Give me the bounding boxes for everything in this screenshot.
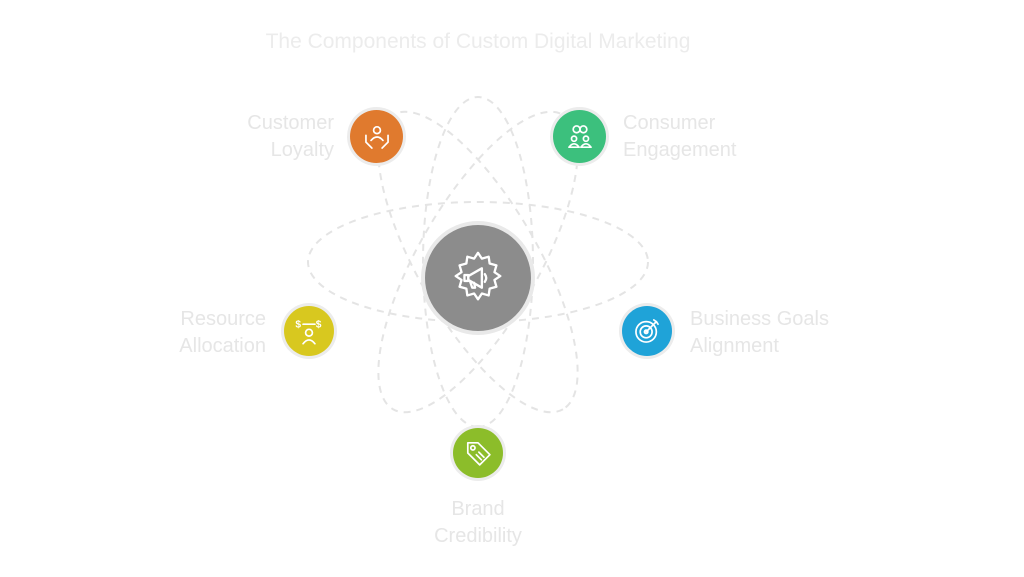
target-arrow-icon bbox=[635, 319, 659, 343]
brand-credibility-node bbox=[453, 428, 503, 478]
label-line: Engagement bbox=[623, 139, 737, 161]
label-line: Customer bbox=[247, 112, 334, 134]
price-tag-icon bbox=[466, 441, 491, 466]
label-line: Allocation bbox=[179, 335, 266, 357]
label-line: Brand bbox=[451, 498, 505, 520]
customer-loyalty-label: Customer Loyalty bbox=[226, 110, 334, 164]
megaphone-gear-icon bbox=[454, 251, 502, 301]
label-line: Credibility bbox=[434, 525, 522, 547]
orbit-ring bbox=[307, 201, 649, 323]
business-goals-alignment-node bbox=[622, 306, 672, 356]
consumer-engagement-label: Consumer Engagement bbox=[623, 110, 773, 164]
label-line: Alignment bbox=[690, 335, 779, 357]
consumer-engagement-node bbox=[553, 110, 606, 163]
people-chat-icon bbox=[567, 124, 592, 148]
customer-loyalty-node bbox=[350, 110, 403, 163]
hands-person-icon bbox=[364, 125, 389, 149]
orbit-ring bbox=[422, 96, 534, 428]
svg-text:$: $ bbox=[316, 320, 322, 331]
resource-allocation-node: $ $ bbox=[284, 306, 334, 356]
label-line: Consumer bbox=[623, 112, 716, 134]
label-line: Resource bbox=[180, 308, 266, 330]
label-line: Loyalty bbox=[270, 139, 334, 161]
central-hub bbox=[425, 225, 531, 331]
label-line: Business Goals bbox=[690, 308, 829, 330]
resource-allocation-label: Resource Allocation bbox=[155, 306, 266, 360]
business-goals-alignment-label: Business Goals Alignment bbox=[690, 306, 860, 360]
diagram-title: The Components of Custom Digital Marketi… bbox=[265, 30, 691, 53]
svg-text:$: $ bbox=[295, 320, 301, 331]
money-person-icon: $ $ bbox=[295, 320, 322, 345]
brand-credibility-label: Brand Credibility bbox=[408, 496, 548, 550]
